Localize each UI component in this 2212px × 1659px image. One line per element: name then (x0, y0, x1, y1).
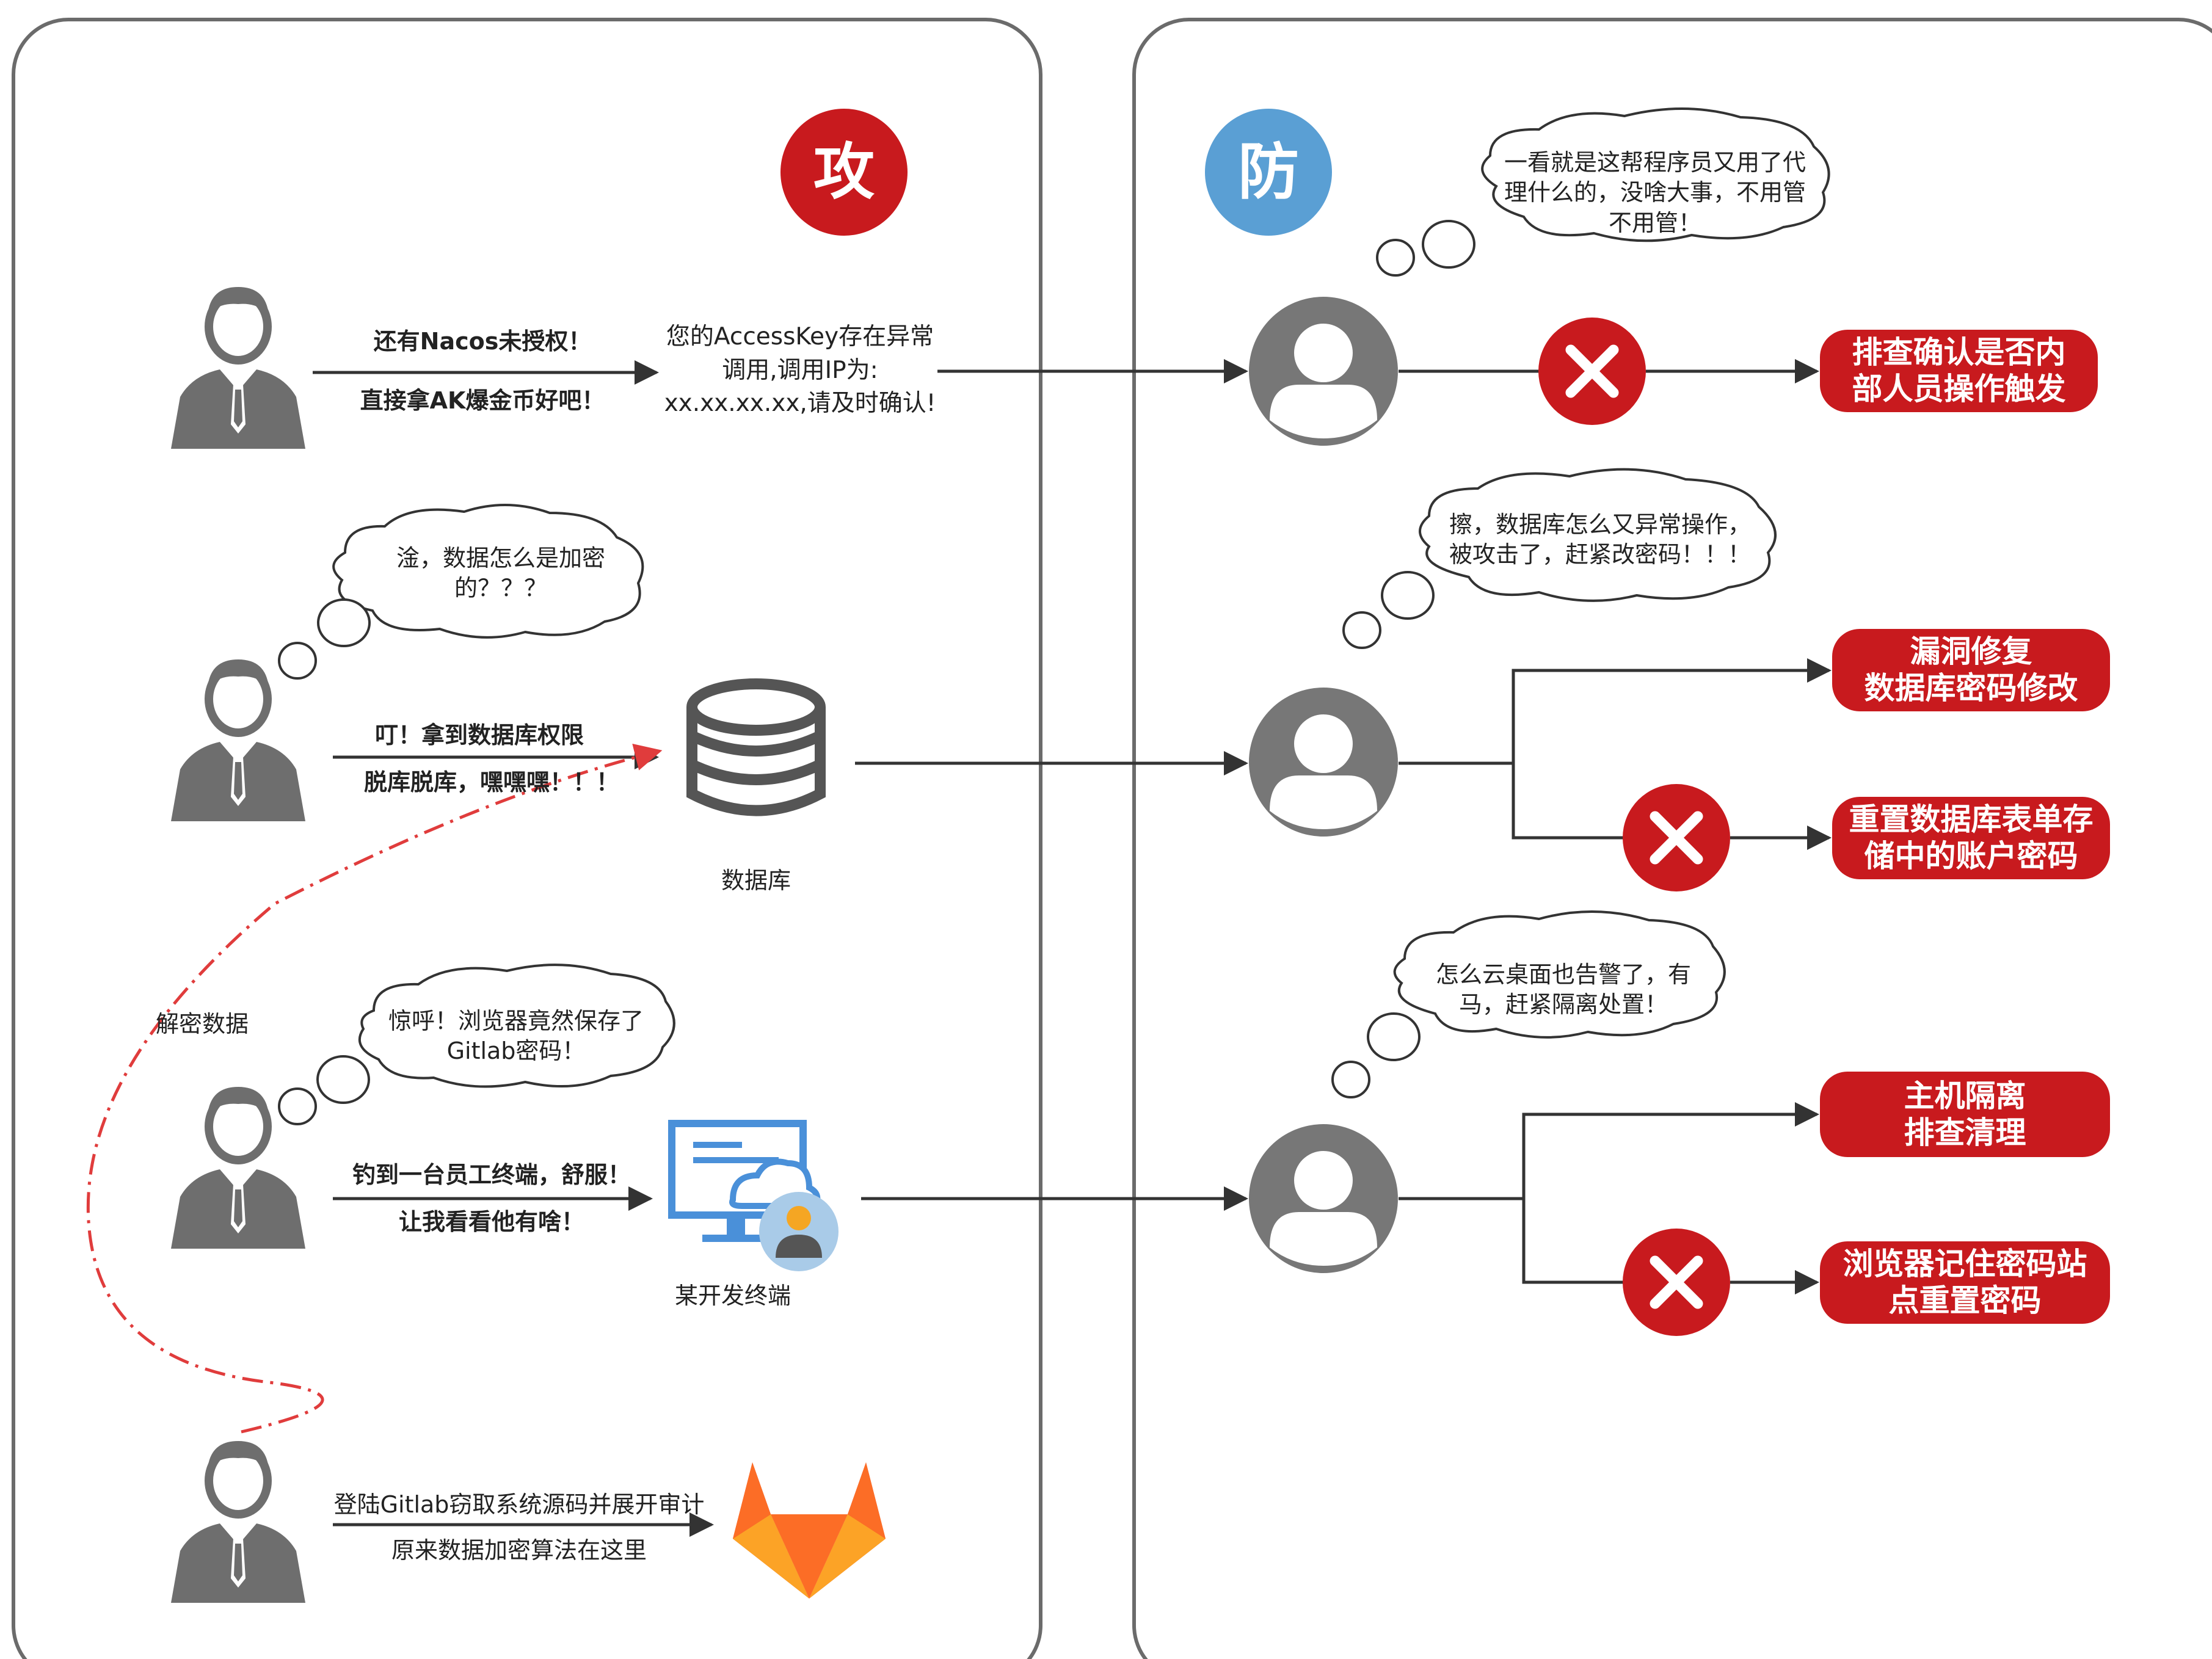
decrypt-path (86, 744, 663, 1434)
decrypt-label: 解密数据 (156, 1011, 249, 1037)
action-badge-1 (1820, 330, 2098, 412)
defender-avatar-1 (1249, 297, 1398, 446)
attack-4-line1: 登陆Gitlab窃取系统源码并展开审计 (333, 1491, 705, 1518)
attacker-4 (171, 1441, 305, 1603)
thought-defense-3-text: 怎么云桌面也告警了，有 马，赶紧隔离处置！ (1435, 961, 1691, 1018)
defense-badge (1205, 109, 1332, 236)
action-badge-2a (1832, 629, 2110, 711)
terminal-label: 某开发终端 (674, 1282, 791, 1309)
action-2b-text: 重置数据库表单存 储中的账户密码 (1849, 802, 2094, 874)
attack-3-line1: 钓到一台员工终端，舒服！ (352, 1161, 631, 1188)
thought-defense-1-text: 一看就是这帮程序员又用了代 理什么的，没啥大事，不用管 不用管！ (1504, 149, 1806, 236)
attack-badge-label: 攻 (813, 136, 875, 208)
attack-2-line1: 叮！拿到数据库权限 (374, 722, 584, 749)
gitlab-icon (733, 1462, 886, 1599)
attacker-1 (171, 287, 305, 449)
thought-bubble-defense-3 (1331, 910, 1726, 1098)
attack-3-line2: 让我看看他有啥！ (398, 1208, 584, 1235)
attack-4-line2: 原来数据加密算法在这里 (391, 1537, 647, 1564)
action-badge-2b (1832, 797, 2110, 879)
attack-2-line2: 脱库脱库，嘿嘿嘿！！！ (363, 769, 619, 796)
attack-panel (12, 18, 1042, 1659)
thought-bubble-attack-2 (278, 503, 644, 680)
action-3a-text: 主机隔离 排查清理 (1904, 1078, 2026, 1150)
attacker-2 (171, 659, 305, 821)
thought-attack-2-text: 淦，数据怎么是加密 的？？？ (396, 545, 605, 602)
thought-bubble-defense-2 (1342, 468, 1777, 649)
database-label: 数据库 (721, 867, 791, 894)
action-badge-3a (1820, 1072, 2110, 1157)
action-badge-3b (1820, 1241, 2110, 1324)
x-mark-1 (1538, 318, 1646, 425)
accesskey-alert-text: 您的AccessKey存在异常 调用,调用IP为: xx.xx.xx.xx,请及… (664, 323, 936, 418)
thought-attack-3-text: 惊呼！浏览器竟然保存了 Gitlab密码！ (388, 1007, 644, 1065)
thought-bubble-defense-1 (1376, 107, 1830, 277)
x-mark-3 (1623, 1229, 1730, 1336)
thought-bubble-attack-3 (278, 964, 675, 1125)
defense-badge-label: 防 (1238, 136, 1299, 208)
terminal-icon (668, 1120, 839, 1271)
defender-avatar-3 (1249, 1124, 1398, 1273)
action-3b-text: 浏览器记住密码站 点重置密码 (1843, 1246, 2087, 1318)
attack-badge (780, 109, 908, 236)
attack-1-line1: 还有Nacos未授权！ (373, 328, 592, 355)
defender-avatar-2 (1249, 688, 1398, 837)
x-mark-2 (1623, 784, 1730, 891)
action-2a-text: 漏洞修复 数据库密码修改 (1864, 634, 2078, 706)
thought-defense-2-text: 擦，数据库怎么又异常操作， 被攻击了，赶紧改密码！！！ (1449, 511, 1751, 568)
action-1-text: 排查确认是否内 部人员操作触发 (1852, 335, 2066, 407)
attack-1-line2: 直接拿AK爆金币好吧！ (360, 387, 605, 414)
defense-panel (1132, 18, 2212, 1659)
database-icon (686, 678, 826, 816)
